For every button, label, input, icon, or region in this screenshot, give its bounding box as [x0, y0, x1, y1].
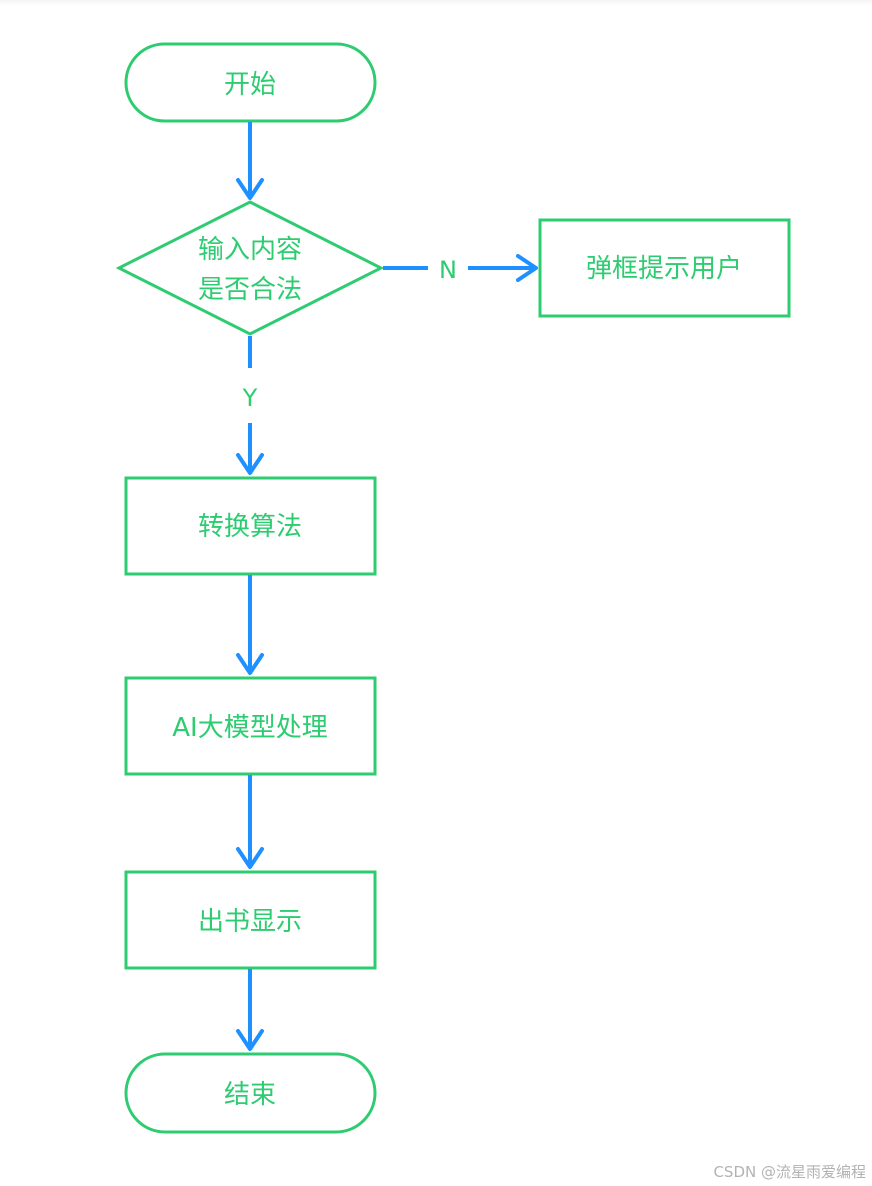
arrowhead-yes	[236, 453, 264, 475]
convert-algorithm-node: 转换算法	[124, 476, 377, 576]
top-shadow	[0, 0, 872, 6]
arrowhead-convert-to-ai	[236, 653, 264, 675]
convert-algorithm-label: 转换算法	[198, 512, 302, 542]
arrowhead-no	[516, 254, 538, 282]
alert-user-label: 弹框提示用户	[586, 254, 742, 284]
edge-label-no: N	[439, 256, 457, 284]
start-label: 开始	[224, 70, 276, 100]
ai-processing-label: AI大模型处理	[172, 713, 327, 743]
decision-label-line1: 输入内容	[198, 235, 302, 265]
output-display-node: 出书显示	[124, 870, 377, 970]
decision-node: 输入内容 是否合法	[115, 200, 385, 336]
arrowhead-output-to-end	[236, 1029, 264, 1051]
arrowhead-ai-to-output	[236, 847, 264, 869]
decision-label-line2: 是否合法	[198, 275, 302, 305]
end-node: 结束	[124, 1052, 377, 1134]
edge-label-yes: Y	[242, 384, 258, 412]
ai-processing-node: AI大模型处理	[124, 676, 377, 776]
csdn-watermark: CSDN @流星雨爱编程	[713, 1163, 866, 1181]
output-display-label: 出书显示	[198, 907, 302, 937]
end-label: 结束	[224, 1080, 276, 1110]
arrowhead-start-to-decision	[236, 178, 264, 200]
start-node: 开始	[124, 42, 377, 123]
alert-user-node: 弹框提示用户	[538, 218, 791, 318]
